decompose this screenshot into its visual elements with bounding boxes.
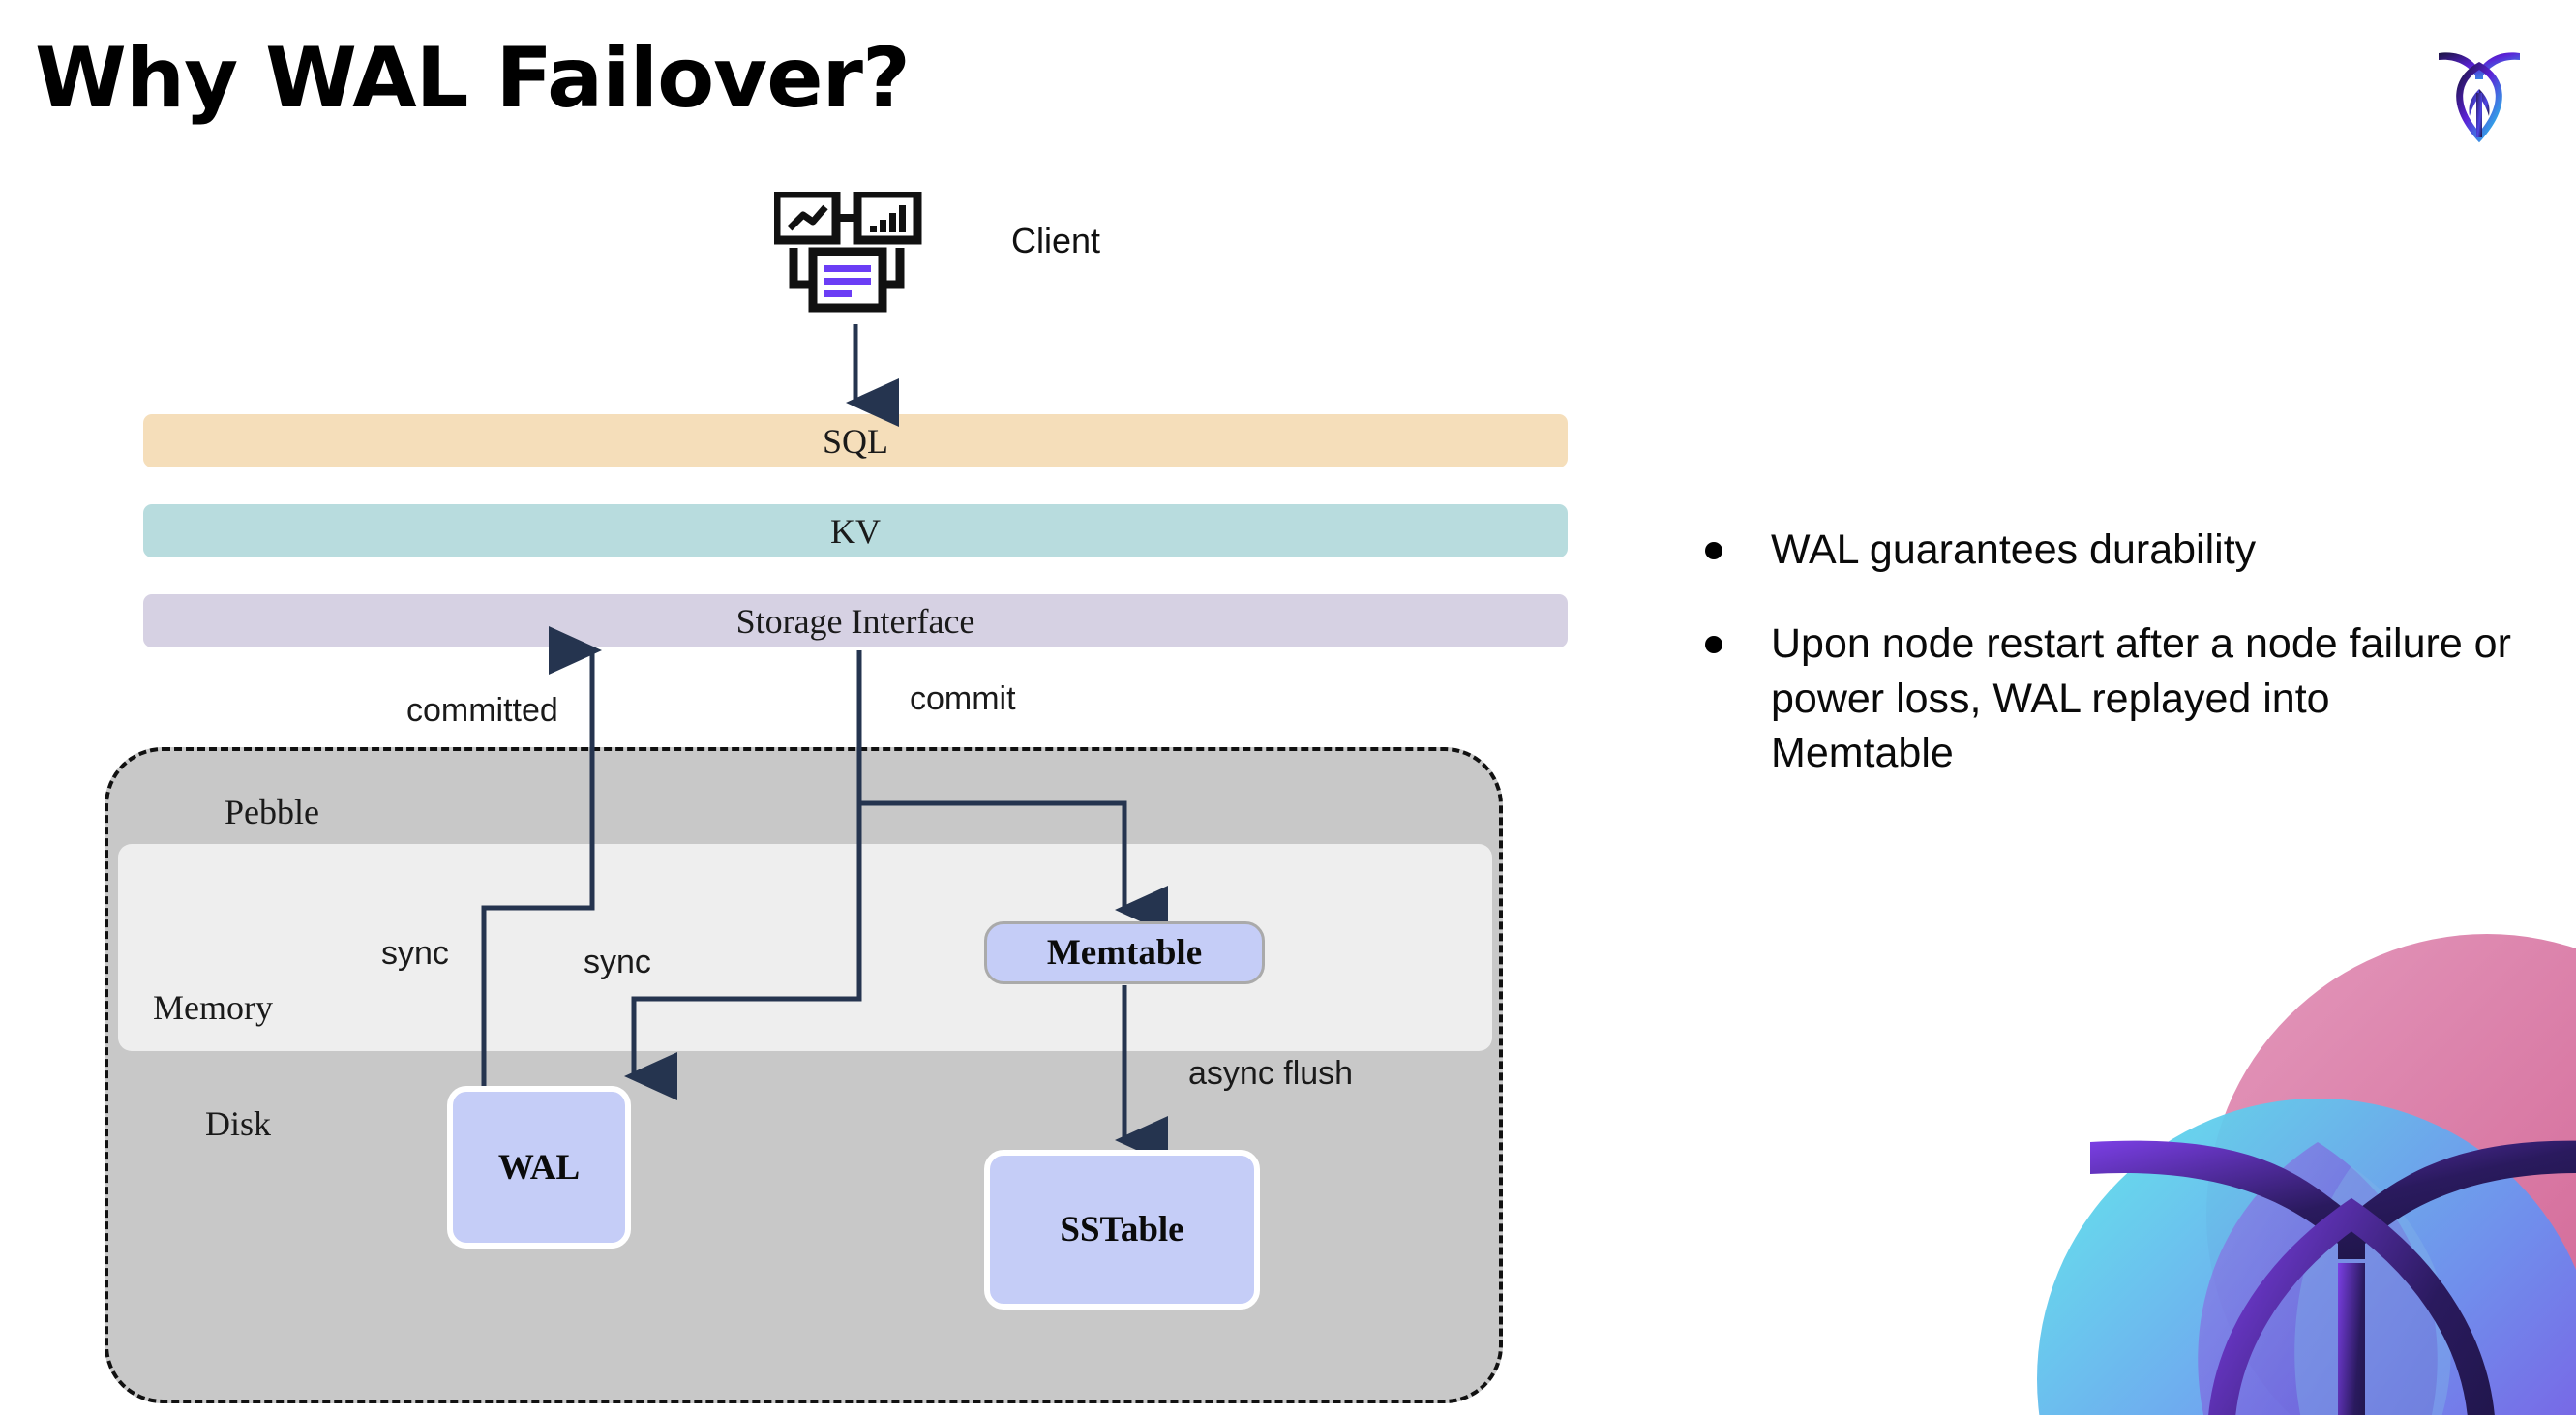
- page-title: Why WAL Failover?: [35, 30, 911, 127]
- list-item: WAL guarantees durability: [1705, 523, 2518, 578]
- edge-label-sync-1: sync: [381, 935, 449, 972]
- bullet-dot-icon: [1705, 635, 1722, 653]
- memory-region: [118, 844, 1492, 1051]
- node-sstable: SSTable: [984, 1150, 1260, 1310]
- pebble-label: Pebble: [225, 793, 319, 831]
- edge-label-sync-2: sync: [584, 944, 651, 980]
- node-wal: WAL: [447, 1086, 631, 1249]
- bullet-text: Upon node restart after a node failure o…: [1771, 619, 2511, 777]
- client-label: Client: [1011, 221, 1101, 260]
- layer-label-sql: SQL: [822, 421, 888, 461]
- layer-label-kv: KV: [830, 511, 881, 551]
- edge-label-committed: committed: [406, 692, 558, 729]
- disk-label: Disk: [205, 1104, 272, 1143]
- layer-bar-kv: KV: [143, 504, 1568, 557]
- list-item: Upon node restart after a node failure o…: [1705, 617, 2518, 781]
- node-label-wal: WAL: [497, 1147, 581, 1188]
- layer-label-storage-interface: Storage Interface: [735, 601, 975, 641]
- node-label-sstable: SSTable: [1060, 1210, 1184, 1249]
- node-memtable: Memtable: [984, 921, 1265, 984]
- node-label-memtable: Memtable: [1046, 933, 1203, 973]
- bullet-text: WAL guarantees durability: [1771, 527, 2257, 573]
- bullet-list: WAL guarantees durability Upon node rest…: [1705, 523, 2518, 820]
- edge-label-commit: commit: [910, 680, 1016, 717]
- layer-bar-sql: SQL: [143, 414, 1568, 467]
- client-device-icon: [771, 189, 929, 313]
- edge-label-async-flush: async flush: [1188, 1055, 1354, 1092]
- cockroachdb-watermark: [1935, 924, 2576, 1415]
- layer-bar-storage-interface: Storage Interface: [143, 594, 1568, 647]
- cockroachdb-logo: [2411, 29, 2547, 155]
- memory-label: Memory: [153, 988, 273, 1027]
- bullet-dot-icon: [1705, 542, 1722, 559]
